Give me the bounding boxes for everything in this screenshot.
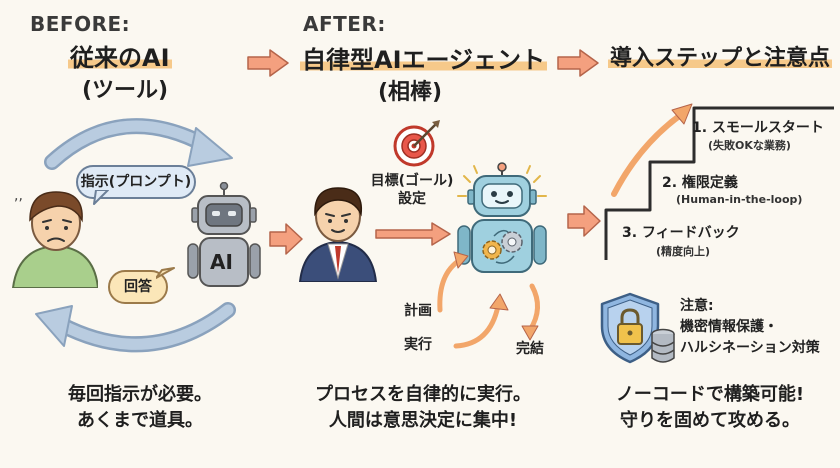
before-caption-line2: あくまで道具。 xyxy=(77,410,203,431)
after-label: AFTER: xyxy=(303,12,386,36)
before-label: BEFORE: xyxy=(30,12,131,36)
prompt-bubble-tail-icon xyxy=(93,190,109,205)
step-1-sub: (失敗OKな業務) xyxy=(708,139,791,152)
steps-title-text: 導入ステップと注意点 xyxy=(608,46,833,71)
after-caption: プロセスを自律的に実行。 人間は意思決定に集中! xyxy=(288,382,558,434)
staircase-icon xyxy=(604,103,834,260)
gear-small-icon xyxy=(482,240,502,260)
businessman-icon xyxy=(298,187,378,282)
steps-title: 導入ステップと注意点 xyxy=(608,40,833,72)
plan-label: 計画 xyxy=(404,303,432,319)
goal-label-line2: 設定 xyxy=(398,191,426,207)
steps-caption-line2: 守りを固めて攻める。 xyxy=(620,410,800,431)
execute-label: 実行 xyxy=(404,337,432,353)
after-caption-line1: プロセスを自律的に実行。 xyxy=(315,384,531,405)
after-title: 自律型AIエージェント xyxy=(300,40,548,75)
answer-bubble-tail-icon xyxy=(156,267,175,279)
robot-ai-label: AI xyxy=(210,250,233,274)
shield-lock-icon xyxy=(600,292,660,364)
before-caption: 毎回指示が必要。 あくまで道具。 xyxy=(30,382,250,434)
gear-large-icon xyxy=(501,231,523,253)
before-title-text: 従来のAI xyxy=(68,44,172,72)
worried-person-icon: ,, xyxy=(11,188,98,288)
section-arrow-1-icon xyxy=(247,49,289,77)
answer-bubble: 回答 xyxy=(108,270,168,304)
database-icon xyxy=(651,328,675,363)
after-cycle-arrows-icon xyxy=(437,251,540,349)
after-caption-line2: 人間は意思決定に集中! xyxy=(328,410,518,431)
blue-robot-icon xyxy=(457,162,547,273)
caution-line2: 機密情報保護・ xyxy=(680,319,778,335)
gray-robot-icon xyxy=(187,182,261,287)
step-2-label: 2. 権限定義 xyxy=(662,175,738,191)
before-cycle-arrows-icon xyxy=(35,118,236,353)
before-subtitle: (ツール) xyxy=(82,78,169,103)
after-title-text: 自律型AIエージェント xyxy=(300,46,548,74)
flow-arrow-1-icon xyxy=(269,223,303,255)
goal-setting-label: 目標(ゴール) 設定 xyxy=(362,172,462,208)
after-subtitle: (相棒) xyxy=(378,80,443,105)
caution-line3: ハルシネーション対策 xyxy=(680,340,820,356)
section-arrow-2-icon xyxy=(557,49,599,77)
instruction-arrow-icon xyxy=(375,222,451,246)
steps-caption-line1: ノーコードで構築可能! xyxy=(615,384,805,405)
steps-caption: ノーコードで構築可能! 守りを固めて攻める。 xyxy=(590,382,830,434)
step-3-label: 3. フィードバック xyxy=(622,225,740,241)
before-title: 従来のAI xyxy=(68,38,172,73)
svg-text:,,: ,, xyxy=(14,188,23,204)
step-3-sub: (精度向上) xyxy=(656,245,711,258)
caution-note: 注意: 機密情報保護・ ハルシネーション対策 xyxy=(680,296,820,359)
complete-label: 完結 xyxy=(516,341,544,357)
flow-arrow-2-icon xyxy=(567,205,601,237)
step-1-label: 1. スモールスタート xyxy=(692,120,824,136)
step-2-sub: (Human-in-the-loop) xyxy=(676,193,803,206)
goal-label-line1: 目標(ゴール) xyxy=(370,173,454,189)
caution-line1: 注意: xyxy=(680,298,714,314)
before-caption-line1: 毎回指示が必要。 xyxy=(68,384,212,405)
target-icon xyxy=(393,120,440,167)
